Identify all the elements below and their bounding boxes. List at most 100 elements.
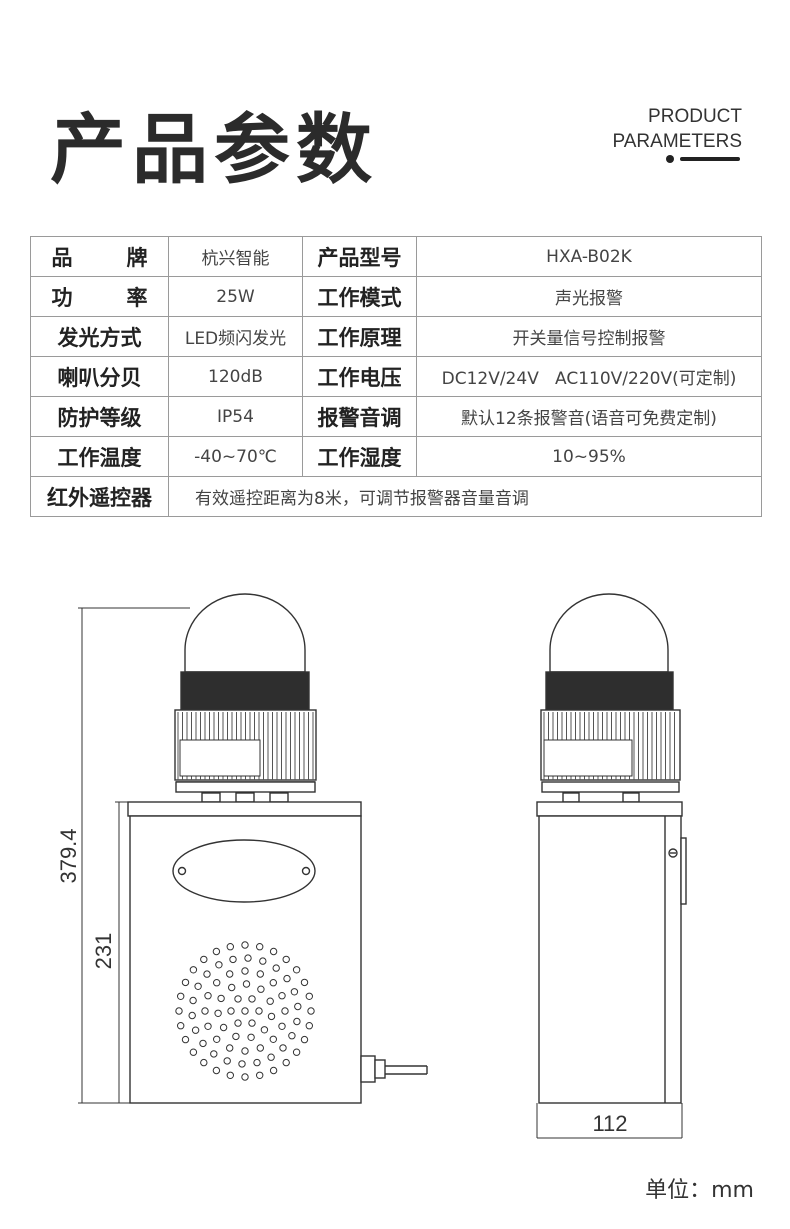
front-base-window: [179, 739, 261, 777]
speaker-hole: [181, 978, 190, 987]
unit-label: 单位：mm: [645, 1178, 754, 1203]
bolt: [235, 792, 255, 803]
speaker-hole: [269, 947, 278, 956]
speaker-hole: [281, 1007, 289, 1015]
param-value: 声光报警: [416, 276, 762, 317]
speaker-hole: [203, 970, 211, 978]
speaker-hole: [189, 996, 197, 1005]
speaker-hole: [234, 995, 242, 1003]
param-value: 杭兴智能: [168, 236, 303, 277]
cable-gland: [360, 1055, 428, 1083]
speaker-hole: [200, 1058, 208, 1067]
speaker-hole: [201, 1007, 209, 1015]
screw: [301, 866, 311, 876]
table-row: 喇叭分贝 120dB 工作电压 DC12V/24V AC110V/220V(可定…: [30, 356, 762, 397]
param-key: 工作原理: [302, 316, 417, 357]
speaker-hole: [199, 1039, 207, 1048]
speaker-hole: [255, 1007, 263, 1015]
dimension-lines-front: [78, 607, 190, 1104]
english-title-line-1: PRODUCT: [648, 106, 742, 127]
front-box-lid: [127, 801, 362, 817]
speaker-hole: [229, 955, 237, 964]
speaker-hole: [223, 1057, 231, 1065]
speaker-hole: [232, 1032, 240, 1041]
speaker-hole: [194, 982, 202, 990]
param-key: 产品型号: [302, 236, 417, 277]
dimension-box-height: 231: [91, 933, 116, 970]
speaker-hole: [300, 978, 309, 987]
table-row: 工作温度 -40~70℃ 工作湿度 10~95%: [30, 436, 762, 477]
param-value: HXA-B02K: [416, 236, 762, 277]
param-value: LED频闪发光: [168, 316, 303, 357]
speaker-hole: [226, 1071, 235, 1079]
page-title: 产品参数: [50, 105, 378, 194]
speaker-hole: [210, 1050, 218, 1058]
speaker-hole: [217, 994, 225, 1003]
speaker-hole: [238, 1060, 246, 1068]
dimension-total-height: 379.4: [56, 828, 81, 883]
decoration-bar: [680, 157, 740, 161]
param-key: 红外遥控器: [30, 476, 169, 517]
speaker-hole: [234, 1019, 242, 1027]
speaker-hole: [278, 1022, 286, 1030]
bolt: [201, 792, 221, 803]
speaker-hole: [256, 943, 264, 951]
decoration-dot: [666, 155, 674, 163]
speaker-hole: [283, 974, 291, 983]
table-row: 品牌 杭兴智能 产品型号 HXA-B02K: [30, 236, 762, 277]
table-row: 红外遥控器 有效遥控距离为8米，可调节报警器音量音调: [30, 476, 762, 517]
speaker-hole: [253, 1058, 261, 1067]
bolt: [562, 792, 580, 803]
table-row: 防护等级 IP54 报警音调 默认12条报警音(语音可免费定制): [30, 396, 762, 437]
speaker-hole: [247, 1033, 255, 1041]
speaker-hole: [256, 1071, 264, 1079]
screw: [668, 848, 678, 858]
param-value: 10~95%: [416, 436, 762, 477]
speaker-hole: [267, 1012, 276, 1021]
speaker-hole: [177, 992, 185, 1000]
speaker-hole: [259, 957, 267, 965]
speaker-hole: [269, 1035, 277, 1043]
speaker-hole: [227, 1007, 235, 1015]
speaker-hole: [294, 1002, 302, 1011]
speaker-hole: [226, 1044, 234, 1052]
speaker-hole: [300, 1035, 309, 1044]
english-title: PRODUCT PARAMETERS: [612, 104, 742, 154]
speaker-hole: [215, 961, 223, 969]
speaker-hole: [292, 1048, 301, 1056]
speaker-hole: [260, 1026, 269, 1034]
speaker-hole: [241, 1047, 249, 1055]
speaker-hole: [189, 1048, 198, 1056]
dimension-lines-side: [536, 1103, 683, 1139]
param-value: 有效遥控距离为8米，可调节报警器音量音调: [168, 476, 762, 517]
speaker-hole: [282, 1058, 290, 1067]
speaker-hole: [266, 997, 274, 1005]
param-key: 品牌: [30, 236, 169, 277]
speaker-hole: [181, 1035, 190, 1044]
english-title-line-2: PARAMETERS: [612, 131, 742, 152]
speaker-hole: [256, 1044, 264, 1052]
speaker-hole: [188, 1011, 196, 1020]
param-value: DC12V/24V AC110V/220V(可定制): [416, 356, 762, 397]
speaker-hole: [279, 1044, 287, 1052]
param-value: IP54: [168, 396, 303, 437]
speaker-hole: [290, 988, 299, 996]
param-key: 发光方式: [30, 316, 169, 357]
speaker-hole: [226, 970, 234, 978]
bolt: [622, 792, 640, 803]
param-key: 喇叭分贝: [30, 356, 169, 397]
param-key: 工作模式: [302, 276, 417, 317]
speaker-hole: [241, 941, 249, 949]
speaker-grille: [175, 941, 315, 1081]
param-value: 开关量信号控制报警: [416, 316, 762, 357]
param-value: -40~70℃: [168, 436, 303, 477]
speaker-hole: [282, 955, 290, 964]
speaker-hole: [213, 1035, 221, 1043]
speaker-hole: [228, 983, 236, 992]
param-value: 默认12条报警音(语音可免费定制): [416, 396, 762, 437]
title-decoration: [666, 155, 742, 163]
speaker-hole: [241, 1073, 249, 1081]
speaker-hole: [267, 1053, 275, 1061]
speaker-hole: [248, 1019, 256, 1027]
speaker-hole: [244, 954, 252, 962]
